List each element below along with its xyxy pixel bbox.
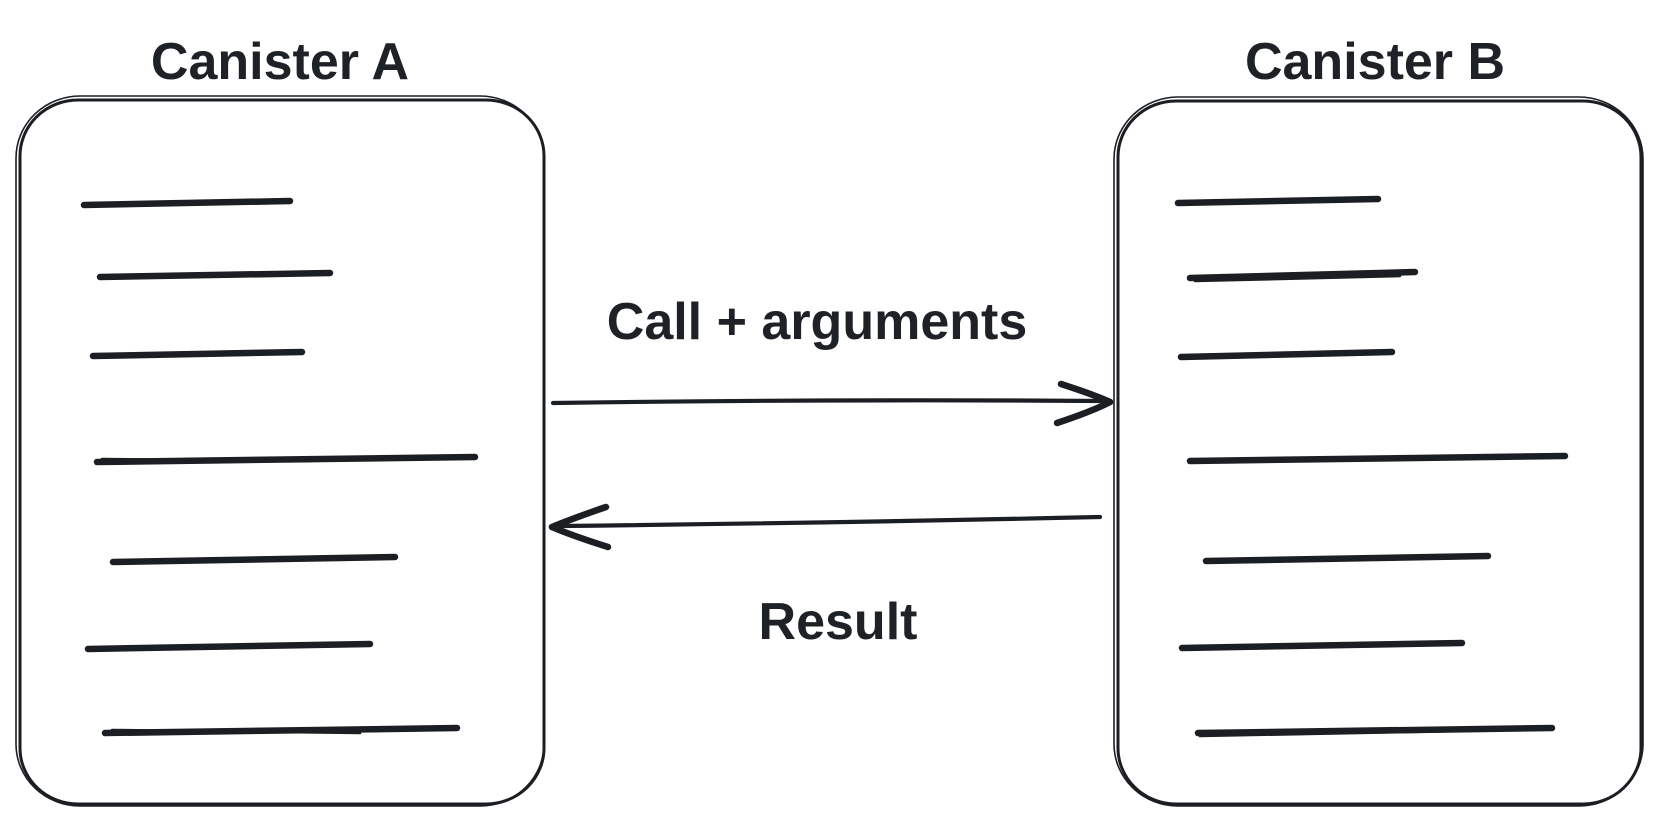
content-line — [1186, 268, 1419, 282]
canister-a-box-outline-second-pass — [15, 95, 545, 807]
content-line-overlay — [1198, 729, 1462, 738]
result-arrow-label: Result — [758, 593, 918, 651]
result-arrow-shaft — [557, 514, 1103, 529]
content-line-overlay — [1193, 274, 1402, 283]
canister-b-title: Canister B — [1244, 33, 1506, 91]
result-arrow-head — [548, 523, 612, 551]
content-line — [1194, 724, 1556, 737]
canister-b-box-outline — [1116, 99, 1643, 806]
content-line — [101, 724, 461, 737]
canister-b-box — [1113, 96, 1644, 807]
canister-b-box-outline-second-pass — [1113, 96, 1644, 807]
content-line — [1178, 639, 1466, 652]
content-line — [89, 348, 306, 360]
call-arrow — [550, 380, 1114, 427]
content-line-overlay — [100, 457, 312, 463]
result-arrow — [548, 503, 1103, 551]
canister-a-title: Canister A — [150, 33, 410, 91]
canister-b-content-lines — [1174, 195, 1569, 738]
canister-a-box — [15, 95, 546, 807]
call-arrow-shaft — [550, 398, 1107, 406]
content-line — [84, 640, 374, 653]
canister-a-content-lines — [80, 197, 479, 737]
content-line — [1174, 195, 1382, 207]
content-line-overlay — [110, 728, 362, 735]
call-arrow-head — [1053, 398, 1114, 427]
content-line — [96, 269, 334, 281]
content-line — [80, 197, 294, 209]
content-line — [1177, 348, 1396, 361]
content-line — [1186, 452, 1569, 465]
call-arrow-label: Call + arguments — [606, 293, 1028, 351]
content-line — [1202, 552, 1492, 565]
content-line — [109, 553, 399, 566]
